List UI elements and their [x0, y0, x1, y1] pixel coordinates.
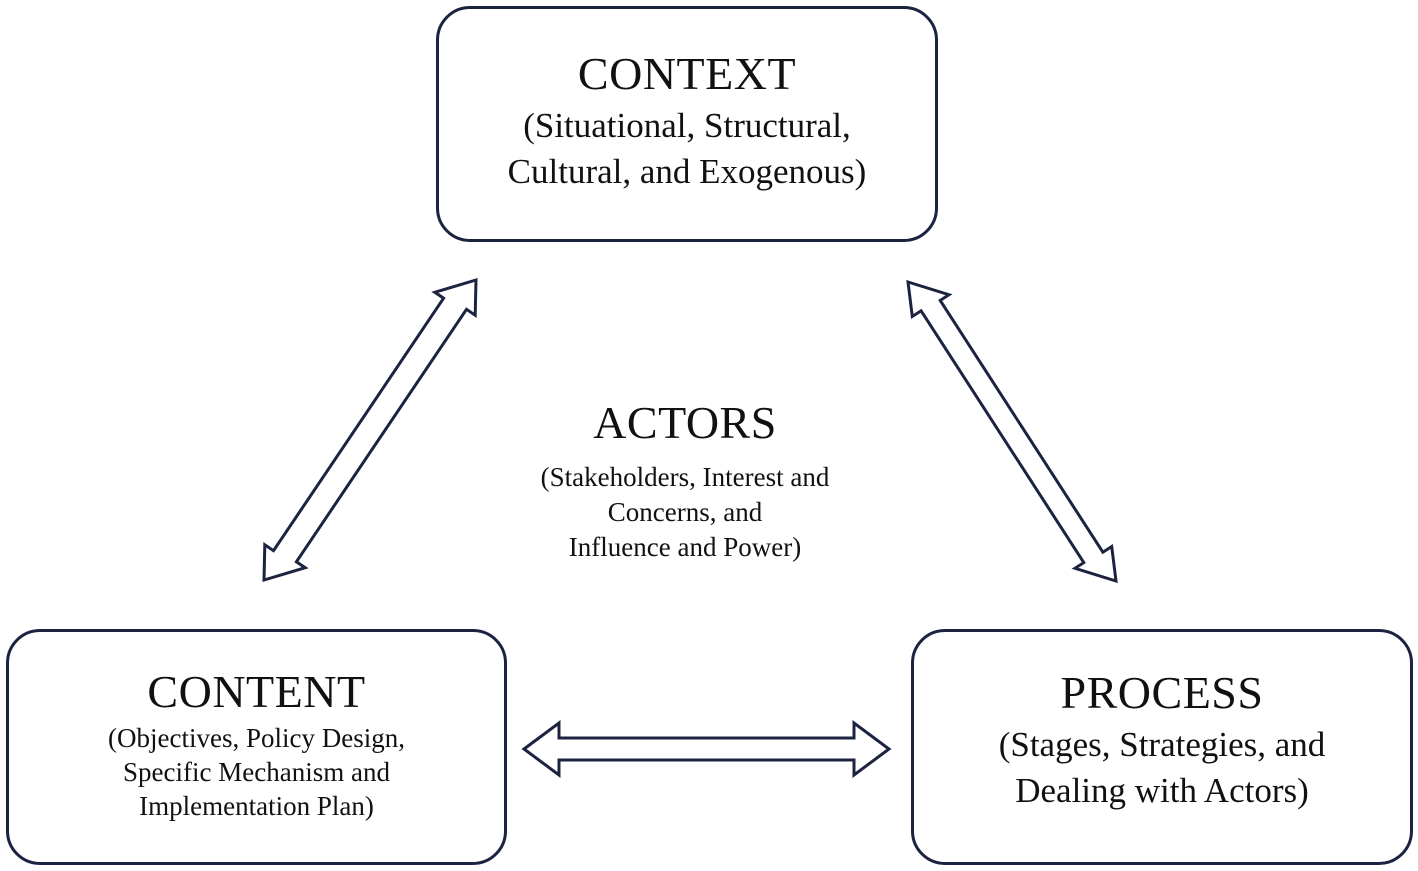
content-description-line: Specific Mechanism and [123, 757, 390, 787]
content-box: CONTENT (Objectives, Policy Design, Spec… [6, 629, 507, 865]
process-title: PROCESS [1060, 667, 1264, 718]
actors-description-line: (Stakeholders, Interest and [540, 462, 830, 492]
actors-description: (Stakeholders, Interest and Concerns, an… [485, 460, 885, 565]
content-description-line: Implementation Plan) [139, 791, 374, 821]
double-arrow-icon-context-process [906, 279, 1118, 584]
actors-title: ACTORS [593, 397, 777, 448]
actors-description-line: Influence and Power) [568, 532, 802, 562]
process-box: PROCESS (Stages, Strategies, and Dealing… [911, 629, 1413, 865]
content-title: CONTENT [147, 666, 366, 717]
context-description-line: (Situational, Structural, [523, 106, 851, 145]
content-description: (Objectives, Policy Design, Specific Mec… [108, 721, 405, 823]
double-arrow-icon-context-content [262, 277, 478, 583]
process-description-line: Dealing with Actors) [1015, 771, 1309, 810]
actors-label: ACTORS (Stakeholders, Interest and Conce… [485, 396, 885, 565]
context-description: (Situational, Structural, Cultural, and … [508, 103, 867, 195]
actors-description-line: Concerns, and [607, 497, 763, 527]
context-description-line: Cultural, and Exogenous) [507, 152, 867, 191]
double-arrow-icon-content-process [521, 720, 892, 778]
content-description-line: (Objectives, Policy Design, [108, 723, 405, 753]
context-box: CONTEXT (Situational, Structural, Cultur… [436, 6, 938, 242]
process-description: (Stages, Strategies, and Dealing with Ac… [999, 722, 1326, 814]
context-title: CONTEXT [577, 48, 797, 99]
process-description-line: (Stages, Strategies, and [998, 725, 1326, 764]
